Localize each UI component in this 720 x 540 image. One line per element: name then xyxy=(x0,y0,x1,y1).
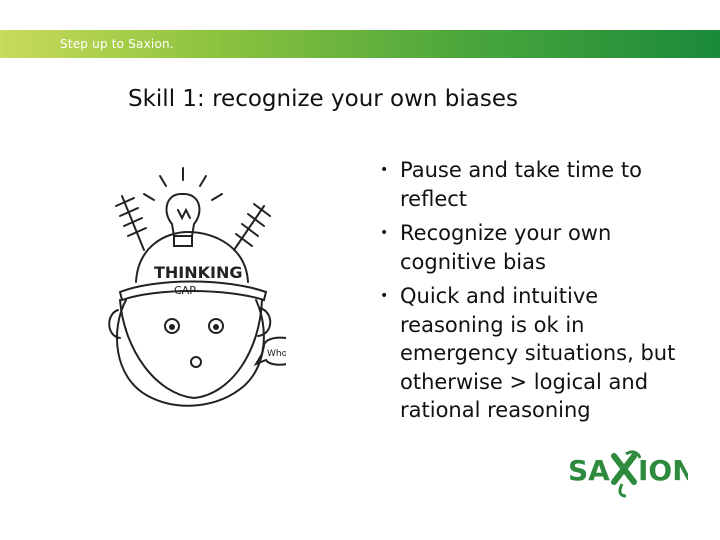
cap-label-thinking: THINKING xyxy=(154,263,243,282)
saxion-logo: SA ION xyxy=(568,450,688,498)
thinking-cap-illustration: THINKING CAP Whoa. xyxy=(108,167,286,407)
list-item: •Pause and take time to reflect xyxy=(380,158,642,211)
speech-bubble-text: Whoa. xyxy=(267,349,286,359)
list-item: •Quick and intuitive reasoning is ok in … xyxy=(380,284,676,422)
bullet-dot-icon: • xyxy=(380,225,389,241)
logo-text-left: SA xyxy=(568,454,610,487)
cap-label-cap: CAP xyxy=(174,284,196,297)
bullet-dot-icon: • xyxy=(380,288,389,304)
logo-text-right: ION xyxy=(638,454,688,487)
bullet-dot-icon: • xyxy=(380,162,389,178)
bullet-list: •Pause and take time to reflect •Recogni… xyxy=(378,156,678,431)
slide-title: Skill 1: recognize your own biases xyxy=(128,86,519,112)
list-item: •Recognize your own cognitive bias xyxy=(380,221,612,274)
header-banner: Step up to Saxion. xyxy=(0,30,720,58)
logo-x-mark-icon xyxy=(611,450,642,498)
header-tagline: Step up to Saxion. xyxy=(60,37,174,51)
